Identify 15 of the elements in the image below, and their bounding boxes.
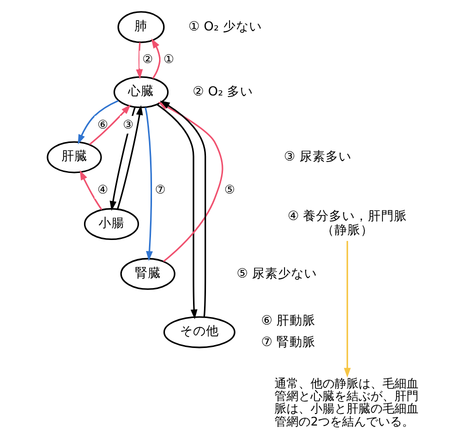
node-text: ④ 養分多い，肝門脈 （静脈） — [287, 208, 407, 238]
edge-label: ③ — [122, 117, 134, 132]
edge-label: ⑤ — [224, 182, 234, 196]
node-text: 通常、他の静脈は、毛細血管網と心臓を結ぶが、肝門脈は、小腸と肝臓の毛細血管網の2つを結んでいる。 — [274, 376, 418, 428]
label: ⑤ 尿素少ない — [236, 265, 316, 280]
edge-label: ⑦ — [154, 182, 166, 196]
edge-label: ② — [142, 52, 152, 66]
label: ⑥ 肝動脈 — [260, 312, 315, 328]
label: ③ 尿素多い — [283, 148, 351, 164]
label: ⑦ 腎動脈 — [260, 334, 315, 349]
label: ① O₂ 少ない — [188, 18, 262, 34]
edge-label: ⑥ — [97, 117, 108, 132]
edge-label: ④ — [97, 182, 108, 196]
label: ② O₂ 多い — [192, 84, 253, 99]
edge-label: ① — [162, 52, 174, 66]
